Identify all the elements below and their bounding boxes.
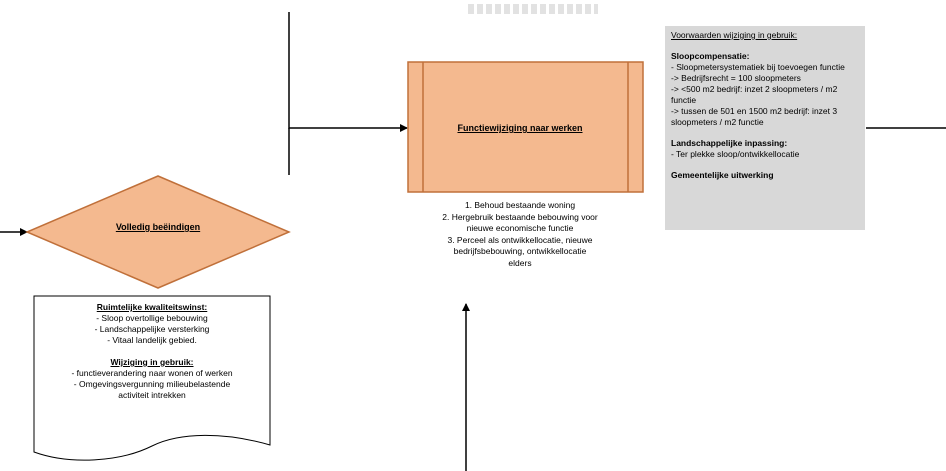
option-line: nieuwe economische functie	[466, 223, 574, 233]
options-list: 1. Behoud bestaande woning 2. Hergebruik…	[405, 200, 635, 269]
note-item: - Landschappelijke versterking	[94, 324, 210, 334]
note-item: activiteit intrekken	[118, 390, 186, 400]
process-label: Functiewijziging naar werken	[457, 123, 583, 133]
clipped-top-text	[468, 4, 598, 14]
panel-heading-landscape: Landschappelijke inpassing:	[671, 138, 788, 148]
document-note: Ruimtelijke kwaliteitswinst: - Sloop ove…	[36, 302, 268, 401]
decision-label: Volledig beëindigen	[115, 222, 201, 232]
panel-item: functie	[671, 95, 697, 105]
option-line: bedrijfsbebouwing, ontwikkellocatie	[453, 246, 587, 256]
conditions-panel: Voorwaarden wijziging in gebruik: Sloopc…	[665, 26, 865, 230]
panel-heading-municipal: Gemeentelijke uitwerking	[671, 170, 774, 180]
panel-item: -> Bedrijfsrecht = 100 sloopmeters	[671, 73, 801, 83]
option-line: elders	[508, 257, 532, 268]
note-item: - Omgevingsvergunning milieubelastende	[73, 379, 231, 389]
panel-item: -> <500 m2 bedrijf: inzet 2 sloopmeters …	[671, 84, 838, 94]
panel-heading-demolition: Sloopcompensatie:	[671, 51, 750, 61]
panel-item: -> tussen de 501 en 1500 m2 bedrijf: inz…	[671, 106, 838, 116]
connector-top-to-process	[288, 12, 408, 132]
note-heading-quality: Ruimtelijke kwaliteitswinst:	[96, 302, 208, 312]
option-line: 2. Hergebruik bestaande bebouwing voor	[442, 211, 598, 222]
note-item: - Vitaal landelijk gebied.	[107, 335, 197, 345]
option-line: 1. Behoud bestaande woning	[464, 200, 576, 210]
document-shape	[33, 295, 271, 461]
panel-title: Voorwaarden wijziging in gebruik:	[671, 30, 798, 40]
note-item: - functieverandering naar wonen of werke…	[71, 368, 233, 378]
process-box[interactable]	[407, 61, 644, 193]
option-line: 3. Perceel als ontwikkellocatie, nieuwe	[447, 234, 593, 245]
panel-item: - Sloopmetersystematiek bij toevoegen fu…	[671, 62, 845, 72]
note-item: - Sloop overtollige bebouwing	[96, 313, 208, 323]
decision-diamond[interactable]	[25, 175, 291, 289]
panel-item: - Ter plekke sloop/ontwikkellocatie	[671, 149, 800, 159]
note-heading-usage: Wijziging in gebruik:	[110, 357, 194, 367]
panel-item: sloopmeters / m2 functie	[671, 117, 764, 127]
